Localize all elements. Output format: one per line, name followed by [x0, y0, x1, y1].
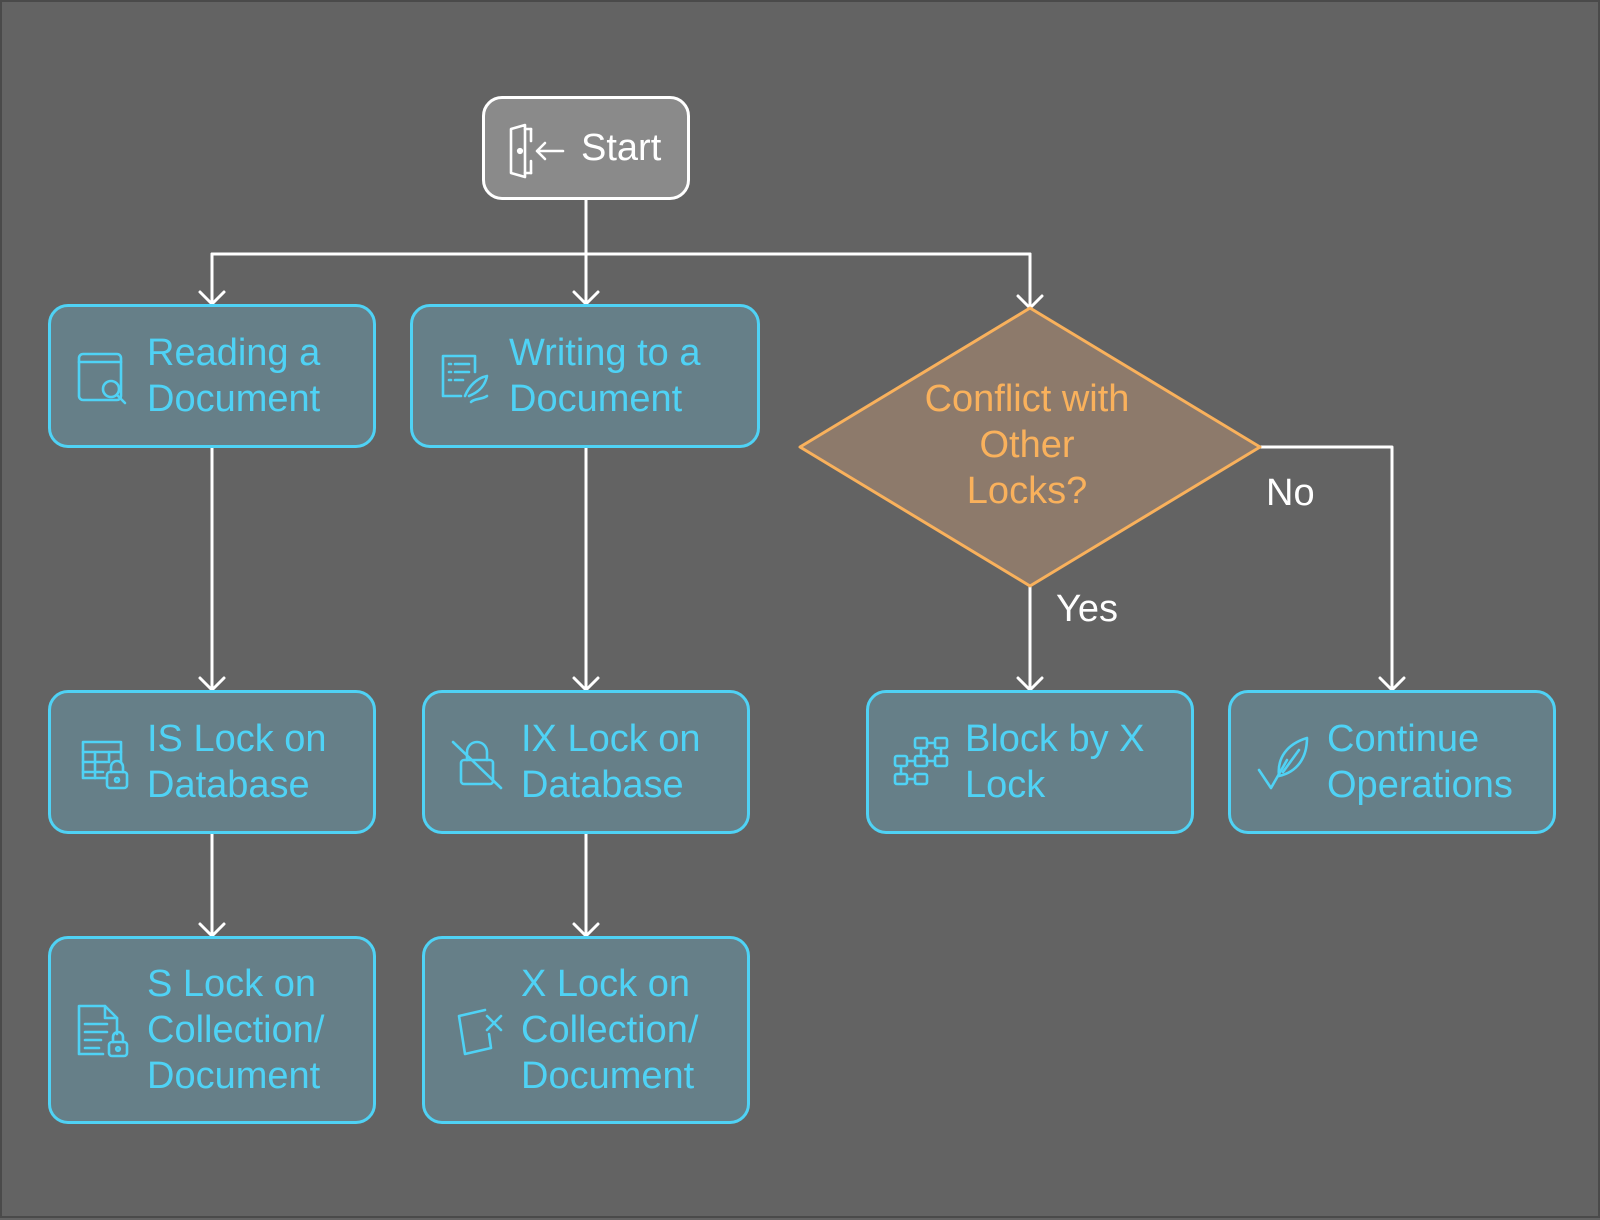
reading-label-line-2: Document [147, 378, 321, 420]
is-lock-label-line-1: IS Lock on [147, 718, 327, 760]
continue-label-line-1: Continue [1327, 718, 1480, 760]
is-lock-label-line-2: Database [147, 764, 310, 806]
s-lock-label-line-3: Document [147, 1055, 321, 1097]
x-lock-label-line-2: Collection/ [521, 1009, 699, 1051]
leaf-check-icon [1253, 732, 1313, 792]
block-label-line-2: Lock [965, 764, 1046, 806]
continue-operations-node[interactable]: Continue Operations [1228, 690, 1556, 834]
decision-label-line-1: Conflict with [924, 378, 1130, 420]
ix-lock-label-line-1: IX Lock on [521, 718, 701, 760]
block-x-lock-node[interactable]: Block by X Lock [866, 690, 1194, 834]
file-lock-icon [73, 1000, 133, 1060]
document-edit-icon [435, 346, 495, 406]
ix-lock-label-line-2: Database [521, 764, 684, 806]
x-lock-node[interactable]: X Lock on Collection/ Document [422, 936, 750, 1124]
s-lock-label-line-1: S Lock on [147, 963, 316, 1005]
x-lock-label-line-1: X Lock on [521, 963, 690, 1005]
block-label-line-1: Block by X [965, 718, 1145, 760]
lock-off-icon [447, 732, 507, 792]
decision-diamond [798, 306, 1262, 588]
s-lock-node[interactable]: S Lock on Collection/ Document [48, 936, 376, 1124]
reading-label-line-1: Reading a [147, 332, 321, 374]
decision-label[interactable]: Conflict with Other Locks? [882, 376, 1172, 514]
square-x-icon [447, 1000, 507, 1060]
blocks-icon [891, 732, 951, 792]
door-enter-icon [503, 119, 567, 183]
edge-label-no: No [1266, 472, 1315, 514]
writing-document-node[interactable]: Writing to a Document [410, 304, 760, 448]
table-lock-icon [73, 732, 133, 792]
document-search-icon [73, 346, 133, 406]
start-label: Start [581, 126, 662, 169]
start-node[interactable]: Start [482, 96, 690, 200]
decision-label-line-3: Locks? [966, 470, 1088, 512]
is-lock-node[interactable]: IS Lock on Database [48, 690, 376, 834]
ix-lock-node[interactable]: IX Lock on Database [422, 690, 750, 834]
writing-label-line-2: Document [509, 378, 683, 420]
reading-document-node[interactable]: Reading a Document [48, 304, 376, 448]
decision-label-line-2: Other [979, 424, 1075, 466]
connector-no-to-continue [1258, 445, 1394, 692]
x-lock-label-line-3: Document [521, 1055, 695, 1097]
edge-label-yes: Yes [1056, 588, 1118, 630]
writing-label-line-1: Writing to a [509, 332, 701, 374]
continue-label-line-2: Operations [1327, 764, 1513, 806]
s-lock-label-line-2: Collection/ [147, 1009, 325, 1051]
